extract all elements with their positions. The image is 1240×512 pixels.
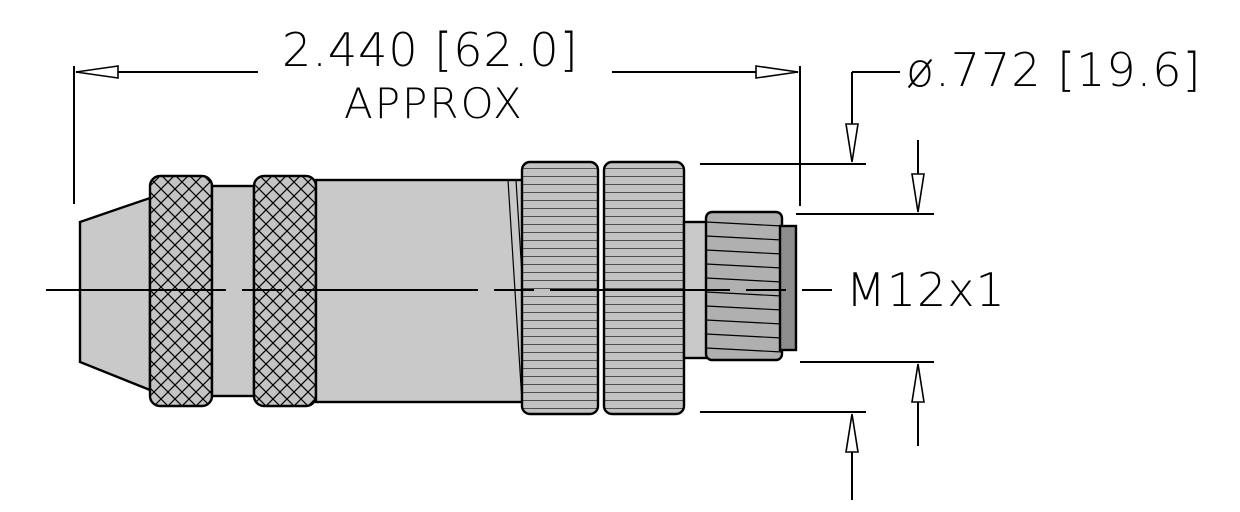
- diameter-label: ø.772 [19.6]: [906, 43, 1202, 97]
- connector-face: [778, 224, 798, 352]
- thread-dimension: [796, 140, 934, 446]
- length-arrow-left: [75, 65, 119, 79]
- thread-arrow-bottom: [911, 363, 925, 403]
- thread-arrow-top: [911, 173, 925, 213]
- connector-body: [78, 160, 798, 416]
- length-label: 2.440 [62.0]: [282, 23, 579, 77]
- thread-label: M12x1: [846, 263, 1006, 317]
- length-note: APPROX: [344, 79, 524, 128]
- diameter-arrow-top: [845, 123, 859, 163]
- diameter-arrow-bottom: [845, 413, 859, 453]
- cable-end-taper: [78, 196, 152, 392]
- coupling-nut-ring-1: [520, 160, 600, 416]
- length-dimension: [73, 65, 801, 206]
- diameter-dimension: [700, 71, 900, 500]
- length-arrow-right: [755, 65, 799, 79]
- coupling-nut-ring-2: [602, 160, 686, 416]
